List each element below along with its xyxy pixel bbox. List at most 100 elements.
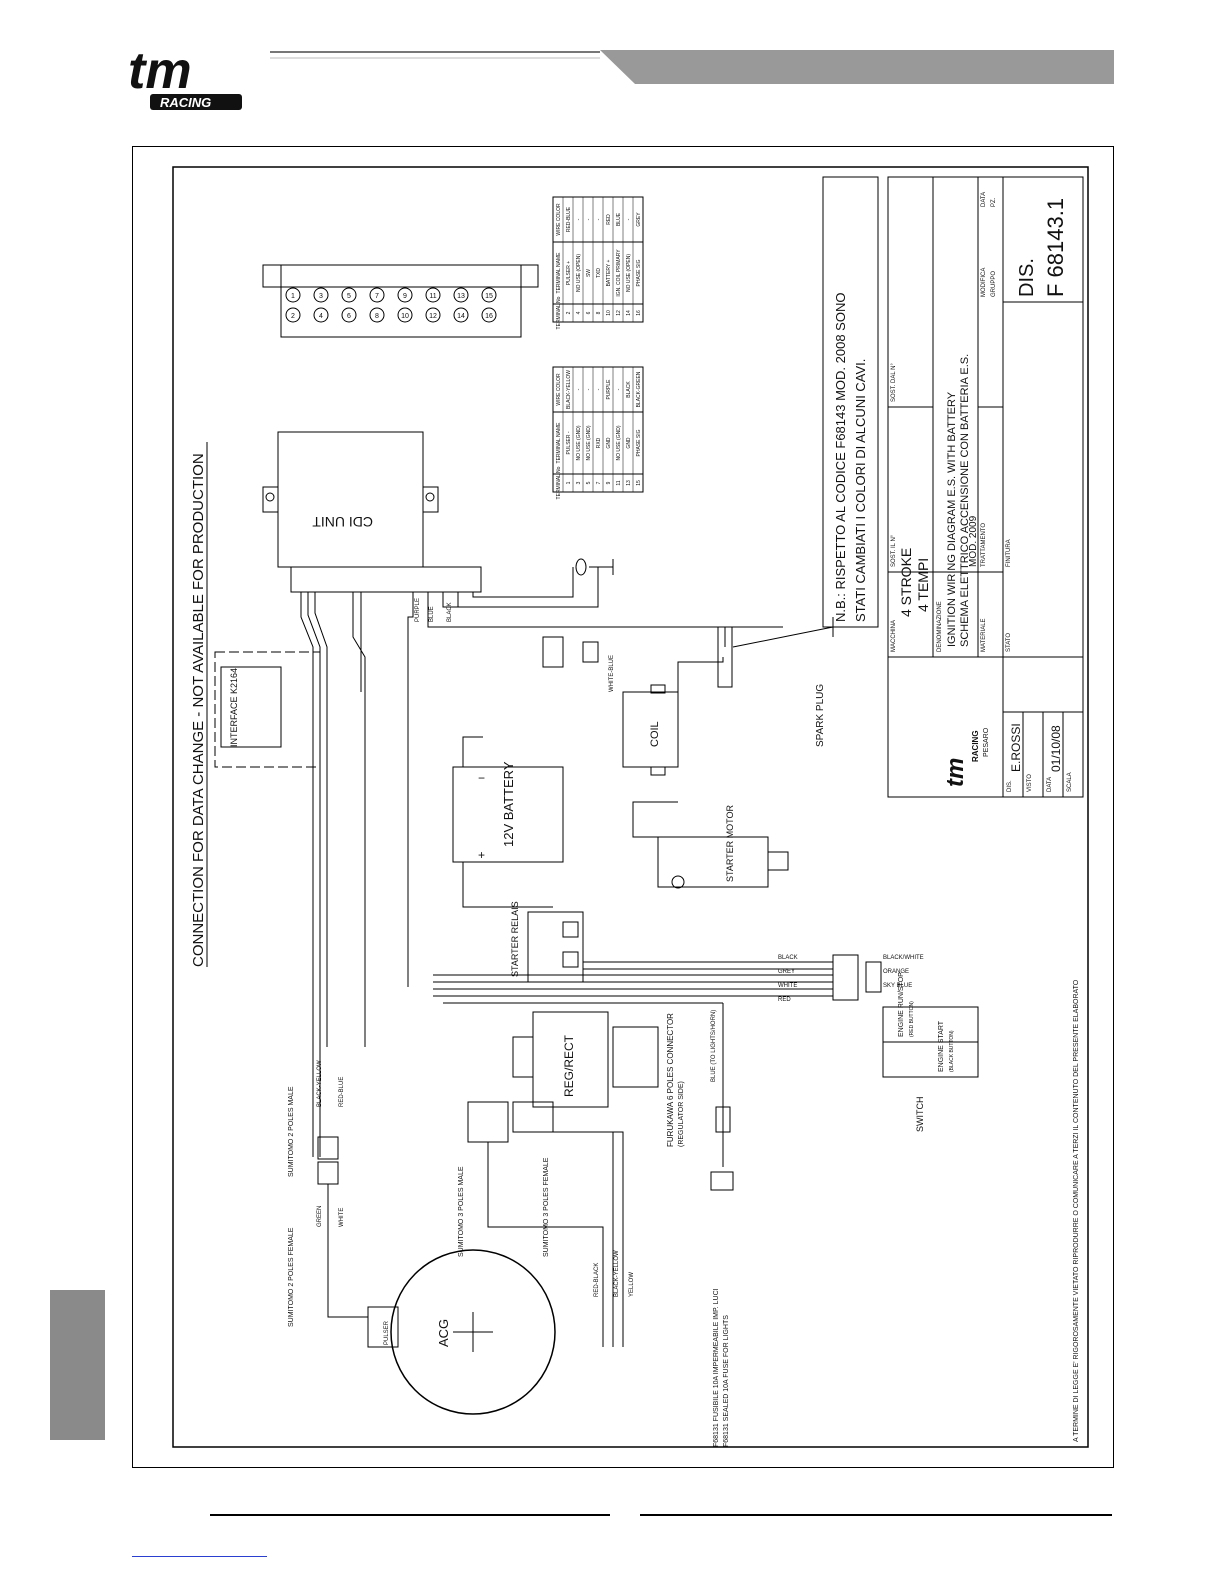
pin-number: 2	[291, 313, 295, 320]
table-cell: 3	[576, 481, 582, 484]
pin-number: 16	[485, 313, 493, 320]
table-cell: 10	[606, 310, 612, 316]
wire-red-sw: RED	[778, 997, 791, 1003]
connector-pin: 14	[453, 307, 469, 323]
table-cell: BLUE	[616, 212, 622, 226]
table-cell: -	[596, 218, 602, 220]
pin-number: 4	[319, 313, 323, 320]
footer-rule-right	[640, 1514, 1112, 1516]
wire-sky-blue-sw: SKY BLUE	[883, 983, 912, 989]
wire-red-black-label: RED-BLACK	[594, 1263, 600, 1297]
gruppo-label: GRUPPO	[991, 271, 997, 297]
interface-label: INTERFACE K2164	[229, 668, 239, 747]
table-cell: PULSER +	[566, 261, 572, 285]
table-cell: RED-BLUE	[566, 206, 572, 232]
den-line2: SCHEMA ELETTRICO ACCENSIONE CON BATTERIA…	[959, 354, 971, 647]
note-line2: STATI CAMBIATI I COLORI DI ALCUNI CAVI.	[853, 359, 868, 622]
battery-label: 12V BATTERY	[501, 761, 516, 847]
connector-pin: 12	[425, 307, 441, 323]
dis-label: DIS.	[1007, 780, 1013, 792]
table-cell: RED	[606, 214, 612, 225]
header-stripe	[270, 50, 1114, 86]
pin-number: 10	[401, 313, 409, 320]
footer-link-underline	[132, 1556, 267, 1557]
table-cell: 1	[566, 481, 572, 484]
connector-pin: 8	[369, 307, 385, 323]
connector-pin: 10	[397, 307, 413, 323]
ignition-coil: COIL WHITE-BLUE	[609, 655, 724, 776]
materiale-label: MATERIALE	[981, 618, 987, 652]
table-cell: PULSER -	[566, 431, 572, 454]
table-header: TERMINAL No	[556, 466, 562, 499]
table-cell: BLACK-YELLOW	[566, 370, 572, 409]
connector-pin: 4	[313, 307, 329, 323]
pin-number: 3	[319, 293, 323, 300]
table-cell: TXD	[596, 268, 602, 278]
logo-sub: RACING	[160, 95, 211, 110]
table-cell: NO USE (OPEN)	[576, 254, 582, 292]
table-cell: 8	[596, 311, 602, 314]
connector-pin: 5	[341, 287, 357, 303]
furukawa-label: FURUKAWA 6 POLES CONNECTOR	[666, 1013, 675, 1147]
connector-pin: 9	[397, 287, 413, 303]
table-cell: -	[616, 388, 622, 390]
table-cell: NO USE (OPEN)	[626, 254, 632, 292]
pin-number: 11	[429, 293, 436, 300]
legal-notice: A TERMINE DI LEGGE E' RIGOROSAMENTE VIET…	[1073, 979, 1080, 1442]
wire-black-label: BLACK	[447, 602, 453, 622]
table-cell: -	[586, 388, 592, 390]
starter-relais-label: STARTER RELAIS	[510, 901, 520, 977]
acg-label: ACG	[436, 1319, 451, 1347]
drawing-frame: CONNECTION FOR DATA CHANGE - NOT AVAILAB…	[132, 146, 1114, 1468]
furukawa-connector: FURUKAWA 6 POLES CONNECTOR (REGULATOR SI…	[612, 1013, 685, 1147]
starter-motor-label: STARTER MOTOR	[725, 804, 735, 882]
sumitomo2-male-label: SUMITOMO 2 POLES MALE	[288, 1086, 295, 1177]
connector-pin: 2	[285, 307, 301, 323]
finitura-label: FINITURA	[1006, 539, 1012, 567]
table-header: WIRE COLOR	[556, 203, 562, 236]
wire-red-blue-label: RED-BLUE	[339, 1077, 345, 1107]
pin-number: 9	[403, 293, 407, 300]
note-box: N.B.: RISPETTO AL CODICE F68143 MOD. 200…	[822, 176, 879, 628]
table-cell: PURPLE	[606, 379, 612, 400]
spark-label: SPARK PLUG	[815, 684, 826, 747]
engine-stop-label: ENGINE RUN/STOP	[898, 972, 905, 1037]
table-cell: GND	[606, 437, 612, 449]
macchina-value2: 4 TEMPI	[915, 558, 931, 612]
pin-number: 7	[375, 293, 379, 300]
starter-motor: STARTER MOTOR	[632, 801, 789, 889]
engine-stop-sub: (RED BUTTON)	[909, 1001, 915, 1037]
title-block: MACCHINA 4 STROKE 4 TEMPI DENOMINAZIONE …	[887, 176, 1084, 1442]
sost-il-label: SOST. IL N°	[891, 534, 897, 567]
sost-dal-label: SOST. DAL N°	[891, 363, 897, 402]
connector-pin: 11	[425, 287, 441, 303]
dis-value: E.ROSSI	[1009, 723, 1023, 772]
table-cell: -	[596, 388, 602, 390]
stato-label: STATO	[1006, 633, 1012, 652]
den-line3: MOD. 2009	[968, 515, 979, 567]
macchina-value1: 4 STROKE	[898, 548, 914, 617]
fuse-label: F68131 FUSIBILE 10A IMPERMEABILE IMP. LU…	[713, 1288, 720, 1447]
connector-pin: 3	[313, 287, 329, 303]
table-cell: NO USE (GND)	[576, 425, 582, 460]
table-cell: 16	[636, 310, 642, 316]
table-cell: 6	[586, 311, 592, 314]
sumitomo3-female-label: SUMITOMO 3 POLES FEMALE	[543, 1157, 550, 1257]
table-cell: -	[626, 218, 632, 220]
svg-text:+: +	[478, 848, 485, 862]
table-cell: -	[576, 218, 582, 220]
engine-start-label: ENGINE START	[938, 1020, 945, 1072]
table-cell: PHASE SIG	[636, 429, 642, 456]
sumitomo-3-male	[467, 1101, 509, 1143]
sumitomo-2-female	[317, 1161, 339, 1185]
drawing-number: F 68143.1	[1043, 198, 1068, 297]
wire-black-sw: BLACK	[778, 955, 798, 961]
pin-number: 15	[485, 293, 493, 300]
furukawa-sub: (REGULATOR SIDE)	[678, 1081, 685, 1147]
wiring-diagram: CONNECTION FOR DATA CHANGE - NOT AVAILAB…	[172, 166, 1089, 1448]
spark-plug: SPARK PLUG	[717, 617, 834, 747]
sumitomo-2-male	[317, 1136, 339, 1160]
connector-pin: 1	[285, 287, 301, 303]
table-cell: GREY	[636, 212, 642, 227]
